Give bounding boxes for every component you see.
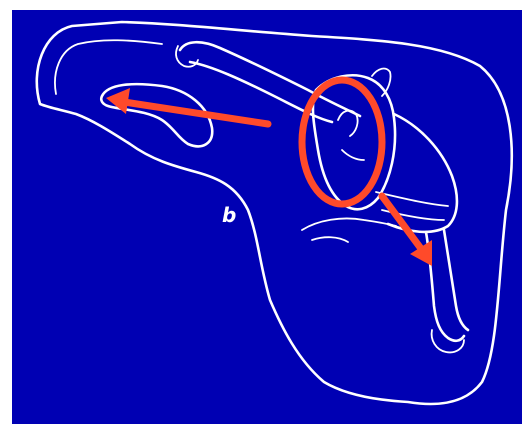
anatomical-line-drawing: b	[12, 10, 522, 424]
figure-label-b: b	[222, 203, 236, 227]
highlight-ellipse	[302, 80, 382, 204]
membrane-strand	[302, 218, 396, 230]
face-detail	[342, 150, 364, 160]
outer-sac-outline	[37, 22, 512, 404]
diagram-panel: b	[12, 10, 522, 424]
upper-lobe-lining	[55, 40, 162, 94]
cord-outline	[312, 237, 348, 242]
arrow-left-head	[106, 88, 130, 114]
hind-limb-inner-edge	[444, 230, 468, 330]
